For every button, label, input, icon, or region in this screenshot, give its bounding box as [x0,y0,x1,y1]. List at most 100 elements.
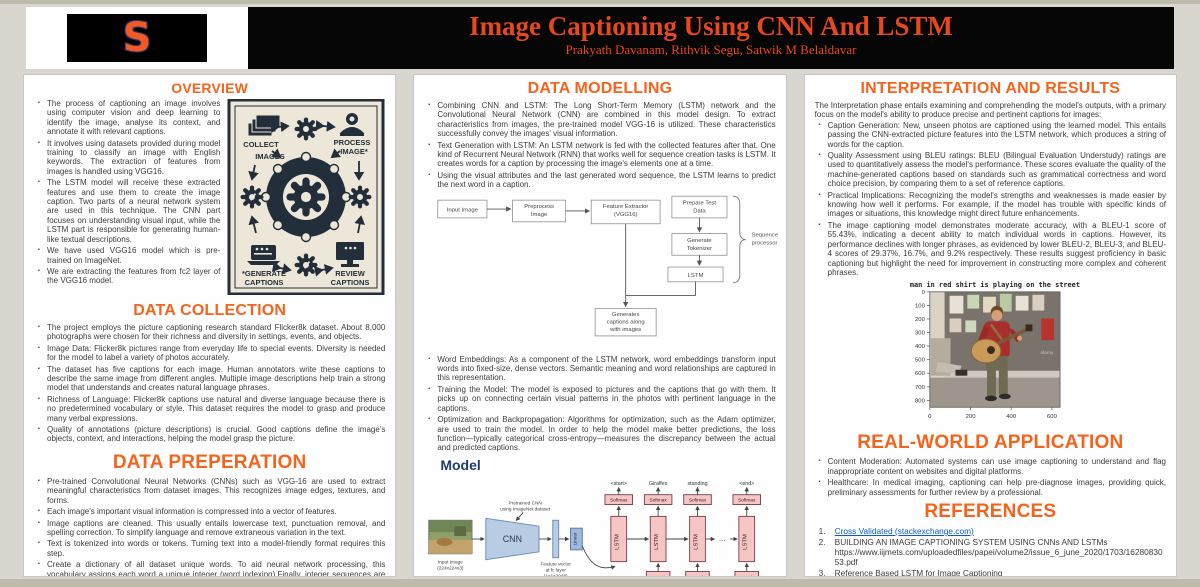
gear-icon [351,188,370,207]
flowchart-box-label: Generates [612,312,640,318]
reference-number: 1. [818,525,826,536]
infographic-label: IMAGES [256,152,286,161]
street-musician-photo: alamy [929,291,1061,408]
left-panel: OVERVIEW The process of captioning an im… [23,74,397,577]
infographic-label: *GENERATE [242,269,286,278]
data-modelling-bullet: Training the Model: The model is exposed… [428,385,775,413]
photo-watermark: alamy [1041,350,1055,356]
overview-bullets: The process of captioning an image invol… [34,99,220,288]
infographic-label: COLLECT [244,140,280,149]
syracuse-logo: S [67,14,207,62]
collect-images-icon [247,114,281,137]
wemb-label: Wemb [652,575,666,577]
poster-body: OVERVIEW The process of captioning an im… [23,74,1177,577]
flowchart-box-label: LSTM [688,273,704,279]
data-collection-heading: DATA COLLECTION [133,302,287,319]
infographic-label: CAPTIONS [331,278,370,287]
reference-number: 3. [818,567,826,577]
real-world-bullets: Content Moderation: Automated systems ca… [815,457,1166,497]
output-word: Giraffes [649,481,668,487]
overview-bullet: We are extracting the features from fc2 … [38,267,220,286]
review-captions-monitor-icon [336,242,365,267]
interpretation-bullets: Caption Generation: New, unseen photos a… [815,121,1166,278]
wemb-block [685,570,711,576]
flowchart-box-label: Data [694,208,707,214]
interpretation-bullet: Quality Assessment using BLEU ratings: B… [819,151,1166,189]
result-caption-plot: man in red shirt is playing on the stree… [815,279,1166,430]
references-heading: REFERENCES [924,500,1057,522]
result-plot-title: man in red shirt is playing on the stree… [910,281,1080,289]
lstm-label: LSTM [615,534,621,550]
output-word: standing [688,481,708,487]
flowchart-brace-label: processor [752,240,778,246]
y-tick-label: 200 [915,317,926,323]
data-preperation-bullets: Pre-trained Convolutional Neural Network… [34,477,385,576]
y-tick-label: 400 [915,344,926,350]
flowchart-box-label: Generate [687,238,712,244]
data-preperation-bullet: Image captions are cleaned. This usually… [38,519,385,538]
data-preperation-bullet: Create a dictionary of all dataset uniqu… [38,560,385,576]
data-modelling-bullet: Text Generation with LSTM: An LSTM netwo… [428,141,775,169]
interpretation-heading: INTERPRETATION AND RESULTS [860,80,1121,97]
gear-check-icon [243,188,262,207]
y-tick-label: 0 [922,290,926,296]
data-modelling-bullet: Combining CNN and LSTM: The Long Short-T… [428,101,775,139]
x-tick-label: 0 [928,414,932,420]
poster-header: S Image Captioning Using CNN And LSTM Pr… [26,7,1174,69]
flowchart-box-label: Prepare Test [683,200,717,206]
infographic-label: REVIEW [336,269,367,278]
softmax-label: Softmax [738,497,756,503]
y-tick-label: 700 [915,385,926,391]
reference-url: https://www.iijmets.com/uploadedfiles/pa… [834,546,1163,567]
captioning-workflow-infographic: COLLECT IMAGES PROCESS IMAGE* *GENERATE … [227,98,385,300]
overview-bullet: It involves using datasets provided duri… [38,139,220,177]
poster-authors: Prakyath Davanam, Rithvik Segu, Satwik M… [565,42,857,57]
data-collection-bullets: The project employs the picture captioni… [34,323,385,444]
softmax-block [644,493,673,505]
feature-vector-block [552,519,560,558]
x-tick-label: 200 [966,414,977,420]
data-modelling-bullet: Word Embeddings: As a component of the L… [428,355,775,383]
header-text: Image Captioning Using CNN And LSTM Prak… [248,7,1174,69]
softmax-label: Softmax [610,497,628,503]
output-word: <end> [740,481,755,487]
generate-captions-laptop-icon [247,245,281,265]
data-modelling-bullet: Using the visual attributes and the last… [428,171,775,190]
data-modelling-bullet: Optimization and Backpropagation: Algori… [428,415,775,453]
reference-item: 1. Cross Validated (stackexchange.com) [819,526,1166,536]
data-collection-bullet: Quality of annotations (picture descript… [38,425,385,444]
flowchart-brace-label: Sequence [752,232,779,238]
wemb-block [646,570,671,576]
input-image-label: Input Image [438,559,463,565]
cross-validated-link[interactable]: Cross Validated (stackexchange.com) [834,525,974,536]
lstm-label: LSTM [694,534,700,550]
feature-vector-label: Feature vector [541,561,572,567]
softmax-block [683,493,713,505]
data-modelling-heading: DATA MODELLING [527,80,673,97]
gear-check-icon [297,256,316,275]
ellipsis-label: ... [719,534,726,543]
university-logo-box: S [26,7,248,69]
references-list: 1. Cross Validated (stackexchange.com) 2… [818,526,1166,577]
reference-title: Reference Based LSTM for Image Captionin… [834,567,1003,577]
flowchart-box-label: Feature Extractor [603,204,649,210]
process-image-icon [340,113,365,136]
wemb-block [734,570,760,576]
right-panel: INTERPRETATION AND RESULTS The Interpret… [803,74,1177,577]
interpretation-bullet: Caption Generation: New, unseen photos a… [819,121,1166,149]
feature-vector-label: at fc layer [546,567,567,573]
pretrained-cnn-label: Pretrained CNN [509,500,543,506]
infographic-label: IMAGE* [341,147,369,156]
x-tick-label: 400 [1007,414,1018,420]
linear-block [570,527,584,551]
overview-bullet: The LSTM model will receive these extrac… [38,178,220,244]
feature-vector-label: (1x1x2048) [544,573,568,577]
data-modelling-bullets-top: Combining CNN and LSTM: The Long Short-T… [424,101,775,190]
gear-icon [297,120,316,139]
wemb-label: Wemb [740,575,754,577]
softmax-block [604,493,634,505]
interpretation-intro: The Interpretation phase entails examini… [814,101,1166,120]
x-tick-label: 600 [1047,414,1058,420]
syracuse-s-icon: S [122,15,152,61]
real-world-bullet: Healthcare: In medical imaging, captioni… [819,478,1166,497]
